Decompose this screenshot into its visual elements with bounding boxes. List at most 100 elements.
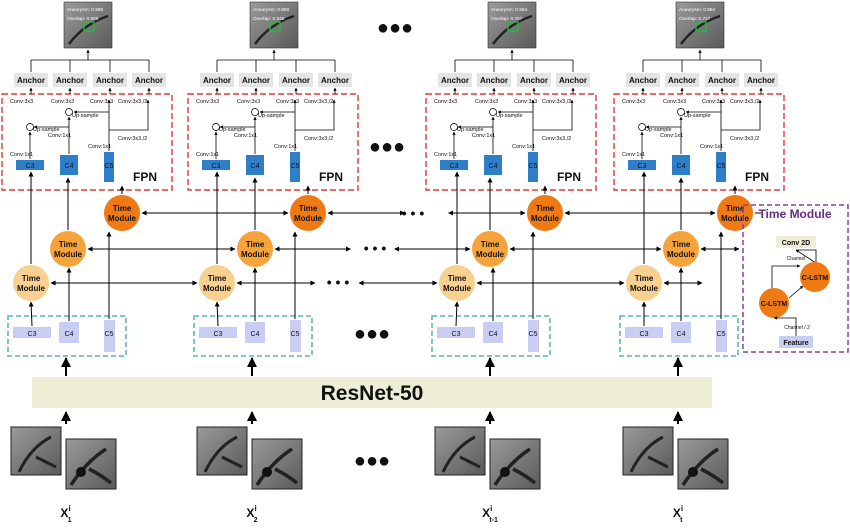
fpn-label: FPN <box>133 170 157 184</box>
vessel-shape <box>492 14 533 45</box>
ellipsis-time-row1: • • • <box>402 205 425 221</box>
fpn-add-op <box>26 123 34 131</box>
anchor-box <box>279 73 313 87</box>
fpn-conv-label: Conv:3x3,/2 <box>542 136 571 142</box>
time-module-c3-line1: Time <box>635 274 654 283</box>
anchor-box <box>200 73 234 87</box>
detection-score: Aneurysm: 0.984 <box>679 7 716 13</box>
anchor-label: Anchor <box>629 76 657 85</box>
legend-title: Time Module <box>758 207 831 221</box>
fpn-conv-label: Conv:3x3,/2 <box>730 136 759 142</box>
fpn-conv-label: Conv:3x3 <box>514 99 537 105</box>
vessel-shape <box>17 435 57 473</box>
legend-clstm-top <box>800 262 830 292</box>
fpn-c3-block <box>628 160 656 170</box>
fpn-conv-label: Conv:3x3,/2 <box>118 99 147 105</box>
legend-channel-label: Channel <box>787 256 806 262</box>
vessel-shape <box>629 435 669 473</box>
detection-score: Aneurysm: 0.980 <box>67 7 104 13</box>
time-module-c5 <box>717 195 753 231</box>
feature-c4 <box>59 322 79 343</box>
input-frame-back <box>196 426 248 476</box>
backbone-label: ResNet-50 <box>321 382 424 405</box>
detection-score: Aneurysm: 0.980 <box>253 7 290 13</box>
fpn-c3-block <box>202 160 230 170</box>
legend-path-1 <box>796 249 817 263</box>
fpn-conv-label: Conv:3x3,/2 <box>304 136 333 142</box>
fpn-box <box>613 93 785 191</box>
anchor-label: Anchor <box>441 76 469 85</box>
feature-c5 <box>290 320 301 352</box>
vessel-shape <box>680 14 721 45</box>
time-module-c3-line1: Time <box>208 274 227 283</box>
feature-group-box <box>431 315 551 357</box>
fpn-label: FPN <box>745 170 769 184</box>
ellipsis-features: ●●● <box>354 323 390 345</box>
fpn-c5-label: C5 <box>105 163 114 170</box>
vessel-shape <box>203 435 243 473</box>
feature-c4-label: C4 <box>677 331 686 338</box>
fpn-conv-label: Conv:1x1 <box>234 133 257 139</box>
feature-c4 <box>671 322 691 343</box>
anchor-label: Anchor <box>242 76 270 85</box>
fpn-c3-label: C3 <box>450 163 459 170</box>
fpn-conv-label: Conv:1x1 <box>700 144 723 150</box>
time-module-c4-line1: Time <box>246 240 265 249</box>
fpn-add-op <box>450 123 458 131</box>
fpn-conv-label: Conv:1x1 <box>660 133 683 139</box>
fpn-c4-block <box>246 155 264 175</box>
fpn-c4-block <box>484 155 502 175</box>
fpn-conv-label: Conv:1x1 <box>512 144 535 150</box>
legend-clstm-top-label: C-LSTM <box>802 275 829 282</box>
time-module-c4-line1: Time <box>481 240 500 249</box>
aneurysm-blob <box>262 467 272 477</box>
fpn-conv-label: Conv:1x1 <box>10 152 33 158</box>
detection-bbox <box>695 21 707 32</box>
vessel-shape <box>493 447 537 486</box>
legend-conv2d-label: Conv 2D <box>782 240 810 247</box>
fpn-box <box>425 93 597 191</box>
fpn-c5-block <box>290 152 300 182</box>
ellipsis-time-row2: • • • <box>364 240 387 256</box>
feature-c4-label: C4 <box>65 331 74 338</box>
feature-c3 <box>625 327 663 338</box>
aneurysm-blob <box>688 467 698 477</box>
fpn-c4-label: C4 <box>65 163 74 170</box>
anchor-label: Anchor <box>480 76 508 85</box>
detection-bbox <box>83 21 95 32</box>
input-frame-back <box>622 426 674 476</box>
anchor-box <box>556 73 590 87</box>
detection-overlap: Overlap: 0.727 <box>679 16 711 22</box>
time-module-c4 <box>237 231 273 267</box>
ellipsis-inputs: ●●● <box>354 450 390 472</box>
fpn-upsample-label: Up-sample <box>457 127 484 133</box>
time-module-c3-line2: Module <box>630 284 659 293</box>
fpn-conv-label: Conv:1x1 <box>472 133 495 139</box>
fpn-c6-path <box>295 99 336 131</box>
fpn-label: FPN <box>557 170 581 184</box>
fpn-add-op <box>489 108 497 116</box>
time-module-c5-line2: Module <box>721 214 750 223</box>
fpn-box <box>1 93 173 191</box>
fpn-conv-label: Conv:3x3 <box>90 99 113 105</box>
vessel-shape <box>441 435 481 473</box>
time-module-c3-line2: Module <box>443 284 472 293</box>
fpn-c4-label: C4 <box>251 163 260 170</box>
feature-c4-label: C4 <box>489 331 498 338</box>
fpn-conv-label: Conv:3x3,/2 <box>304 99 333 105</box>
detection-overlap: Overlap: 0.686 <box>67 16 99 22</box>
detection-score: Aneurysm: 0.984 <box>491 7 528 13</box>
anchor-label: Anchor <box>96 76 124 85</box>
legend-arrow-diag <box>788 285 804 299</box>
fpn-conv-label: Conv:3x3,/2 <box>542 99 571 105</box>
time-module-c5-line2: Module <box>531 214 560 223</box>
fpn-add-op <box>212 123 220 131</box>
time-module-c3-line2: Module <box>203 284 232 293</box>
fpn-c5-block <box>104 152 114 182</box>
feature-c4 <box>245 322 265 343</box>
fpn-upsample-label: Up-sample <box>496 113 523 119</box>
